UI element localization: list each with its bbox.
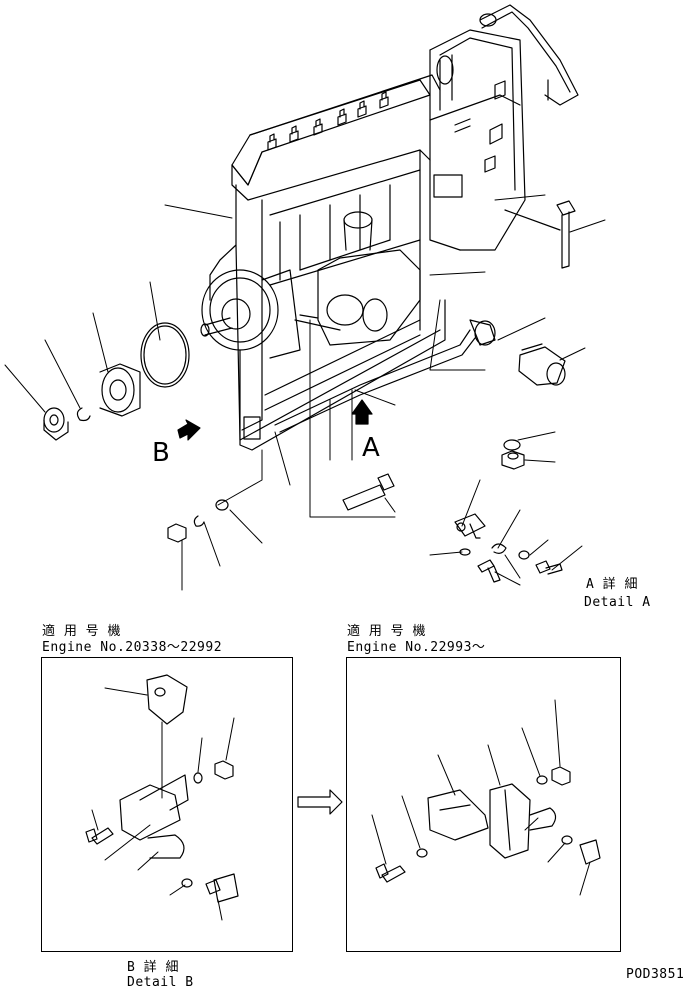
lower-nut (167, 523, 187, 543)
detail-b-title-en: Detail B (127, 975, 194, 990)
view-arrow-a (351, 399, 373, 425)
detail-b-left-leaders (91, 687, 235, 921)
o-ring (140, 322, 190, 388)
view-arrow-b (177, 419, 201, 441)
view-a-label: A (362, 433, 380, 463)
nut-right (501, 450, 525, 470)
detail-b-title-jp: B 詳 細 (127, 960, 179, 975)
delivery-valve-holders (267, 91, 389, 151)
detail-a-title-jp: A 詳 細 (586, 577, 638, 592)
feed-pump (294, 211, 421, 346)
banjo-bolt (518, 343, 566, 386)
lower-washer (215, 499, 229, 511)
detail-b-right-leaders (371, 699, 591, 896)
engine-change-arrow (297, 789, 343, 815)
leader-lines (4, 194, 606, 591)
washer-right (503, 439, 521, 451)
drive-gear-nut (99, 363, 141, 417)
key-clip (76, 407, 91, 422)
lower-clip (193, 515, 205, 527)
left-engine-range: Engine No.20338～22992 (42, 640, 223, 655)
detail-b-right-parts (375, 766, 601, 883)
injection-pump-body (200, 4, 579, 451)
drive-flange (200, 269, 301, 359)
right-applicable-label: 適 用 号 機 (347, 624, 426, 639)
detail-a-title-en: Detail A (584, 595, 651, 610)
detail-b-left-parts (85, 674, 239, 903)
right-engine-range: Engine No.22993～ (347, 640, 486, 655)
left-applicable-label: 適 用 号 機 (42, 624, 121, 639)
drawing-code: POD3851 (626, 967, 685, 982)
center-bolt (342, 473, 395, 511)
flange-nut (43, 407, 69, 441)
view-b-label: B (152, 438, 170, 468)
detail-b-left-frame (41, 657, 293, 952)
detail-b-right-frame (346, 657, 621, 952)
detail-a-parts (454, 513, 563, 583)
bolt-long (556, 200, 576, 269)
